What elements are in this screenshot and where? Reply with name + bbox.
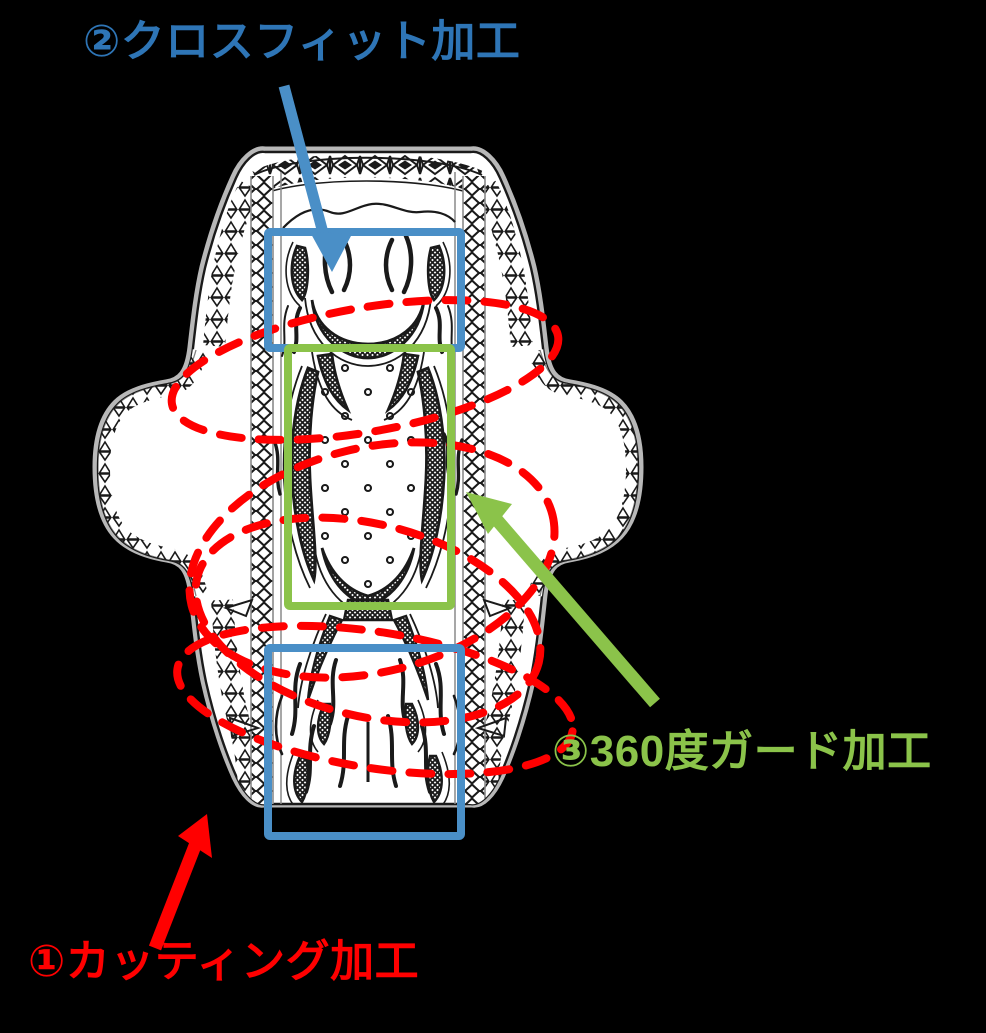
label-crossfit-processing: ②クロスフィット加工 (83, 17, 521, 66)
top-edge-band (252, 153, 483, 197)
tab-right-upper (482, 598, 514, 618)
lower-right-tri-band (474, 599, 525, 805)
pad-body (92, 146, 644, 880)
cutting-ellipse-group (167, 296, 577, 779)
bottom-notch (352, 811, 386, 819)
bottom-edge-band (244, 838, 492, 880)
crossfit-arrow (278, 84, 352, 272)
guard-arrow (466, 492, 660, 708)
label-cutting-processing: ①カッティング加工 (28, 937, 420, 986)
cutting-ellipse-upper (167, 296, 563, 444)
dot-grid (320, 363, 416, 589)
label-360-guard-processing: ③360度ガード加工 (552, 727, 932, 776)
crossfit-box-lower (264, 644, 465, 840)
cutting-arrow (148, 814, 212, 951)
cutting-ellipse-mid2 (191, 513, 545, 727)
pad-outline (96, 150, 640, 806)
upper-right-tri-band (476, 180, 533, 347)
cutting-ellipse-lower (173, 621, 577, 779)
tab-left-upper (222, 598, 254, 618)
tab-right (474, 716, 508, 738)
guard-box-center (284, 344, 455, 610)
upper-left-tri-band (203, 180, 260, 347)
cutting-ellipse-mid (185, 438, 559, 682)
